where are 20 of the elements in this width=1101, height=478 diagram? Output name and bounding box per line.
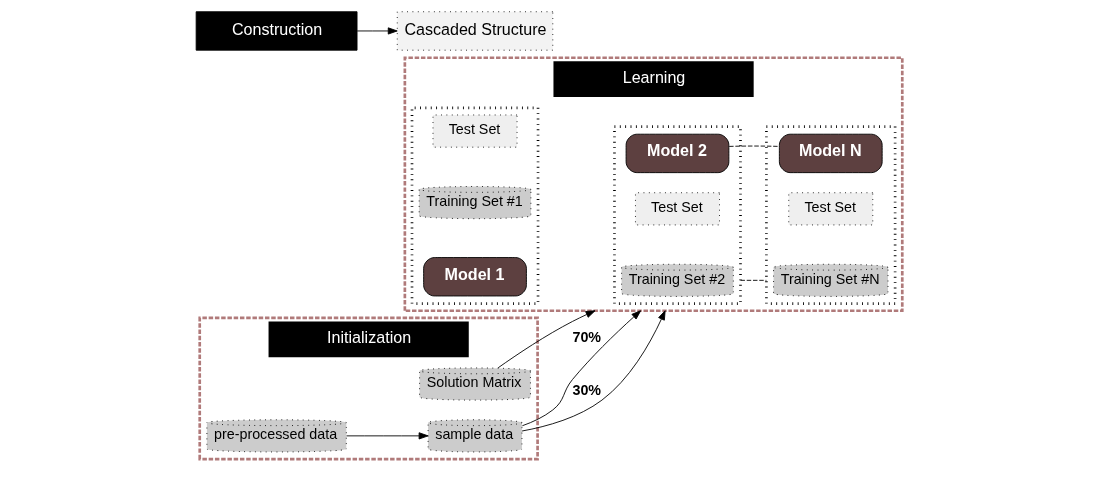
connector xyxy=(739,279,767,281)
arrow xyxy=(345,432,428,440)
arrow xyxy=(521,310,666,432)
node-box: Test Set xyxy=(432,114,517,148)
node-box: Model N xyxy=(778,133,883,174)
cluster xyxy=(612,125,742,305)
node-box: Cascaded Structure xyxy=(396,11,553,51)
cluster xyxy=(764,125,896,305)
node-box: Test Set xyxy=(787,192,873,226)
node-box: Construction xyxy=(195,11,357,51)
arrow xyxy=(356,27,398,35)
node-box: Model 2 xyxy=(625,133,729,174)
arrow xyxy=(521,310,641,427)
cluster xyxy=(410,106,539,305)
arrow xyxy=(497,310,595,369)
node-box: Model 1 xyxy=(422,257,527,297)
edge-label: 70% xyxy=(571,328,601,345)
connector xyxy=(728,145,780,147)
node-box: Test Set xyxy=(634,192,720,226)
edge-label: 30% xyxy=(571,381,601,398)
